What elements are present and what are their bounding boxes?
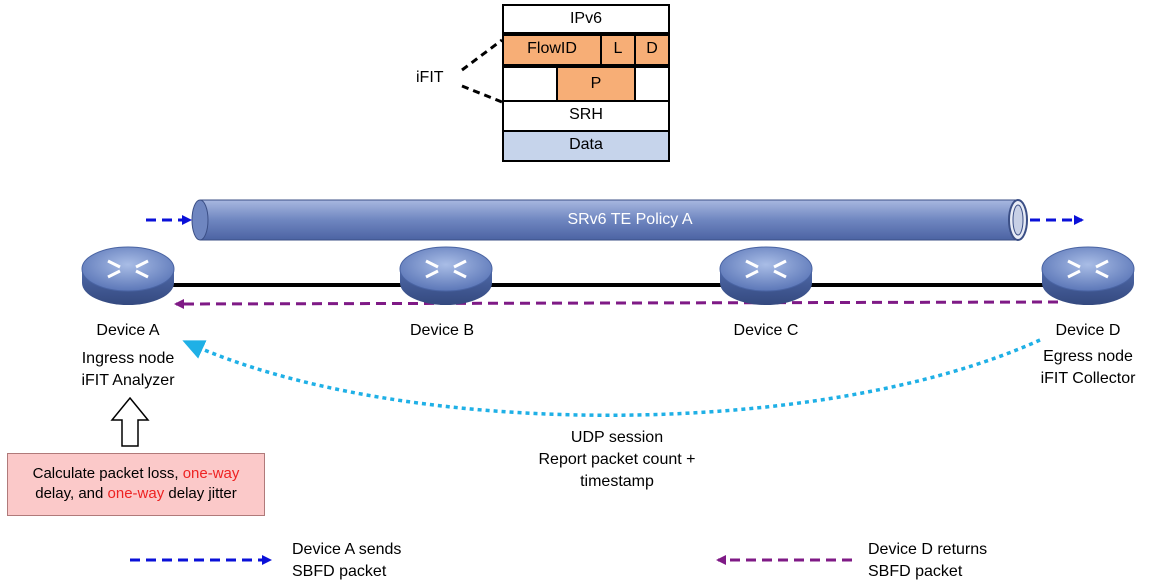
udp-session-line3: timestamp <box>580 473 654 490</box>
device-c-label: Device C <box>733 322 799 339</box>
calc-text-2: delay, and <box>35 485 108 502</box>
udp-session-line2: Report packet count + <box>538 451 696 468</box>
ifit-bracket-upper <box>461 38 503 72</box>
p-cell: P <box>556 66 636 102</box>
router-icon <box>399 246 493 305</box>
calc-text-1: Calculate packet loss, <box>32 465 183 482</box>
blank-cell-right <box>634 66 670 102</box>
sbfd-return-arrow <box>174 298 1059 309</box>
up-arrow-icon <box>110 396 150 447</box>
d-flag-cell: D <box>634 34 670 66</box>
calc-text-3: delay jitter <box>164 485 237 502</box>
tunnel-label: SRv6 TE Policy A <box>567 211 693 228</box>
udp-session-line1: UDP session <box>570 429 664 446</box>
srv6-te-policy-tunnel <box>191 199 1028 241</box>
flowid-cell: FlowID <box>502 34 602 66</box>
legend-purple-line2: SBFD packet <box>868 563 963 580</box>
device-a-label: Device A <box>96 322 160 339</box>
udp-session-arrow <box>182 338 1041 417</box>
device-a-role-1: Ingress node <box>81 350 175 367</box>
data-cell: Data <box>502 130 670 162</box>
device-a-role-2: iFIT Analyzer <box>81 372 175 389</box>
calc-text-red-2: one-way <box>107 485 165 502</box>
device-d-role-2: iFIT Collector <box>1040 370 1136 387</box>
device-d-label: Device D <box>1055 322 1121 339</box>
device-b-label: Device B <box>409 322 475 339</box>
l-flag-cell: L <box>600 34 636 66</box>
device-d-role-1: Egress node <box>1043 348 1133 365</box>
legend-purple-line1: Device D returns <box>868 541 988 558</box>
ipv6-header-cell: IPv6 <box>502 4 670 34</box>
blank-cell-left <box>502 66 558 102</box>
router-icon <box>719 246 813 305</box>
router-icon <box>1041 246 1135 305</box>
calc-text-red-1: one-way <box>182 465 240 482</box>
ifit-bracket-lower <box>461 84 503 104</box>
legend-blue-line2: SBFD packet <box>292 563 387 580</box>
ifit-label: iFIT <box>416 69 444 86</box>
srh-header-cell: SRH <box>502 100 670 132</box>
router-icon <box>81 246 175 305</box>
calculation-box: Calculate packet loss, one-way delay, an… <box>7 453 265 516</box>
legend-blue-line1: Device A sends <box>292 541 402 558</box>
